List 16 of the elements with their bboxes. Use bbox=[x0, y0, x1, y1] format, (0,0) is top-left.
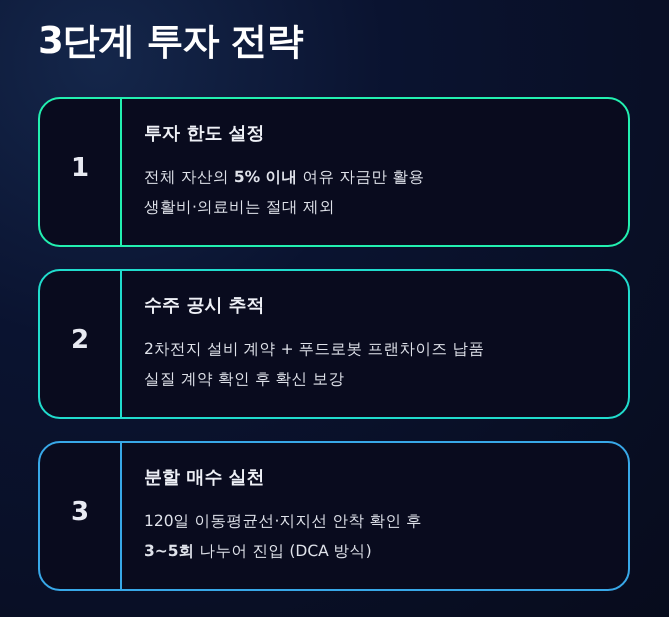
step-description: 실질 계약 확인 후 확신 보강 bbox=[144, 369, 345, 390]
step-card bbox=[38, 441, 630, 591]
step-number: 2 bbox=[70, 325, 90, 355]
step-heading: 투자 한도 설정 bbox=[144, 122, 265, 145]
step-heading: 분할 매수 실천 bbox=[144, 466, 265, 489]
step-number: 1 bbox=[70, 153, 90, 183]
step-card bbox=[38, 97, 630, 247]
title: 3단계 투자 전략 bbox=[38, 18, 303, 64]
step-description: 생활비·의료비는 절대 제외 bbox=[144, 197, 335, 218]
step-description: 120일 이동평균선·지지선 안착 확인 후 bbox=[144, 511, 422, 532]
step-card bbox=[38, 269, 630, 419]
step-number: 3 bbox=[70, 497, 90, 527]
step-description: 3~5회 나누어 진입 (DCA 방식) bbox=[144, 541, 372, 562]
step-heading: 수주 공시 추적 bbox=[144, 294, 265, 317]
step-description: 전체 자산의 5% 이내 여유 자금만 활용 bbox=[144, 167, 424, 188]
step-description: 2차전지 설비 계약 + 푸드로봇 프랜차이즈 납품 bbox=[144, 339, 484, 360]
